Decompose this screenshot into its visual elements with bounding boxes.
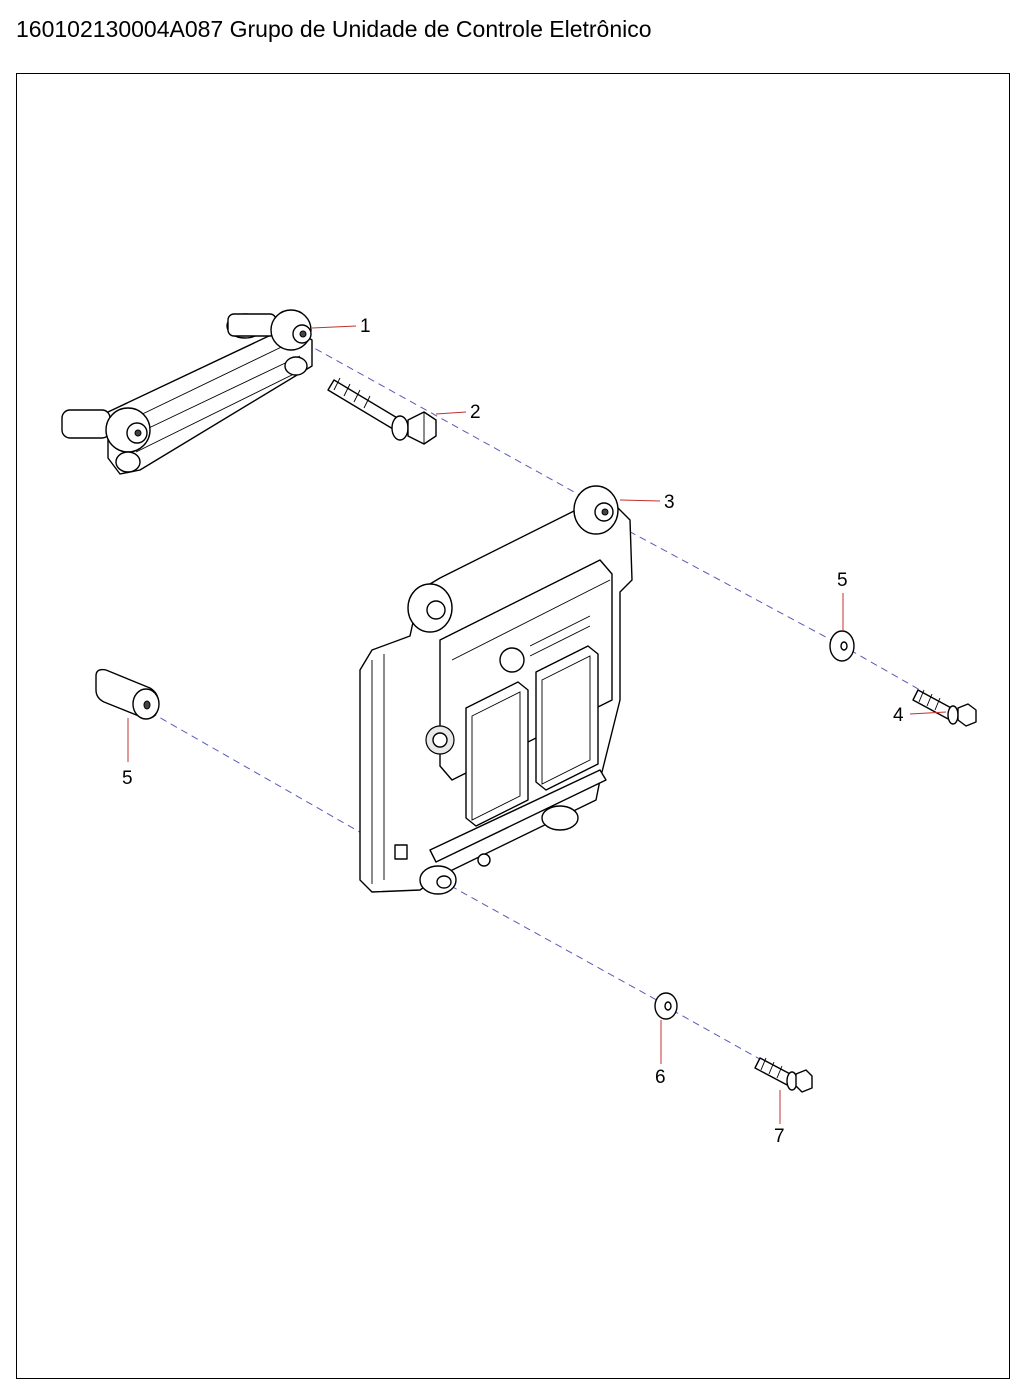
callout-7: 7 [774, 1126, 785, 1147]
callout-4: 4 [893, 705, 904, 726]
long-bolt[interactable] [327, 377, 437, 445]
callout-6: 6 [655, 1067, 666, 1088]
drawing-frame [16, 73, 1010, 1379]
page-title: 160102130004A087 Grupo de Unidade de Con… [16, 16, 652, 42]
mounting-bracket[interactable] [61, 309, 313, 475]
bolt-right[interactable] [912, 689, 977, 727]
leader-lines [127, 325, 947, 1124]
callout-3: 3 [664, 492, 675, 513]
callout-5-spacer: 5 [122, 768, 133, 789]
callout-5-washer: 5 [837, 570, 848, 591]
washer-bottom[interactable] [654, 992, 678, 1020]
callout-1: 1 [360, 316, 371, 337]
callout-2: 2 [470, 402, 481, 423]
washer-right[interactable] [829, 630, 855, 662]
electronic-control-unit[interactable] [359, 485, 633, 895]
spacer-cylinder[interactable] [95, 668, 160, 720]
assembly-lines [149, 342, 921, 1063]
bolt-bottom[interactable] [754, 1057, 813, 1093]
